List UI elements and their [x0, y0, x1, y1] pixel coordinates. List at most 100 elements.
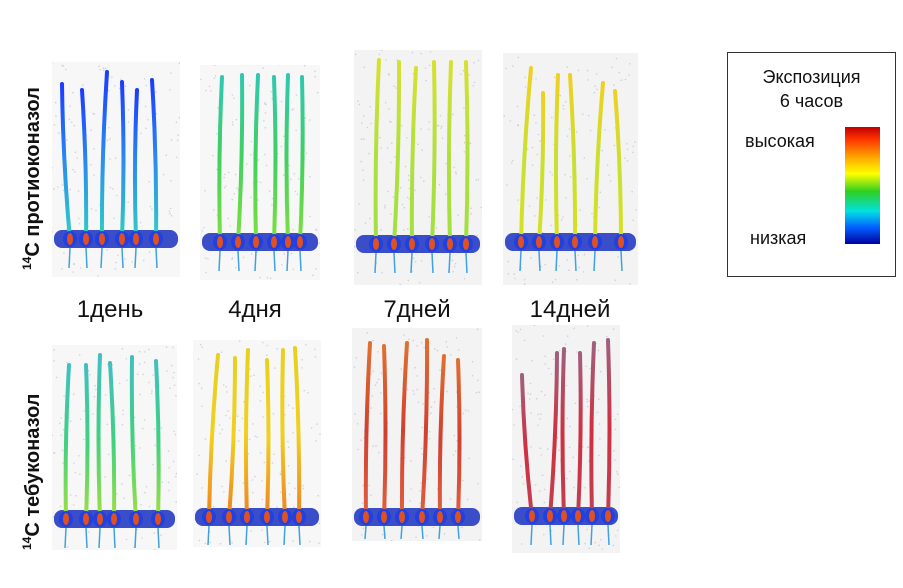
noise-speck	[272, 413, 275, 415]
noise-speck	[136, 373, 139, 375]
noise-speck	[263, 120, 265, 122]
noise-speck	[143, 259, 145, 262]
noise-speck	[420, 128, 422, 130]
noise-speck	[390, 161, 392, 164]
noise-speck	[236, 415, 239, 417]
noise-speck	[252, 491, 254, 494]
seedling-root	[207, 525, 210, 546]
noise-speck	[302, 484, 304, 487]
noise-speck	[76, 157, 78, 159]
noise-speck	[574, 402, 577, 405]
intensity-colorbar	[845, 127, 880, 244]
noise-speck	[428, 64, 431, 67]
noise-speck	[127, 109, 130, 111]
noise-speck	[264, 126, 267, 129]
noise-speck	[216, 168, 218, 171]
seed-core	[447, 238, 453, 250]
noise-speck	[87, 369, 90, 372]
noise-speck	[269, 277, 272, 280]
noise-speck	[521, 476, 524, 478]
noise-speck	[109, 186, 112, 189]
noise-speck	[77, 190, 80, 192]
noise-speck	[73, 124, 76, 127]
noise-speck	[423, 346, 425, 349]
noise-speck	[114, 157, 117, 159]
noise-speck	[470, 212, 473, 215]
noise-speck	[528, 205, 531, 207]
seedling-shoot	[96, 353, 102, 522]
noise-speck	[64, 68, 67, 71]
noise-speck	[572, 456, 575, 459]
noise-speck	[60, 434, 63, 437]
noise-speck	[407, 179, 410, 181]
noise-speck	[454, 450, 457, 452]
noise-speck	[61, 64, 63, 67]
noise-speck	[93, 113, 96, 115]
noise-speck	[416, 345, 418, 347]
noise-speck	[538, 490, 541, 492]
noise-speck	[568, 269, 570, 271]
noise-speck	[236, 187, 238, 190]
noise-speck	[582, 271, 585, 273]
noise-speck	[169, 89, 171, 91]
seedling-shoot	[589, 341, 596, 519]
noise-speck	[430, 406, 433, 408]
noise-speck	[406, 137, 408, 139]
noise-speck	[124, 85, 127, 87]
noise-speck	[558, 449, 560, 451]
seedling-root	[228, 525, 231, 546]
noise-speck	[141, 537, 143, 539]
noise-speck	[227, 217, 230, 220]
noise-speck	[430, 412, 432, 414]
noise-speck	[74, 151, 77, 154]
noise-speck	[52, 230, 53, 233]
noise-speck	[387, 190, 389, 193]
noise-speck	[226, 391, 228, 393]
noise-speck	[428, 121, 430, 123]
noise-speck	[262, 341, 264, 344]
noise-speck	[537, 424, 539, 426]
noise-speck	[433, 387, 435, 390]
noise-speck	[238, 340, 241, 342]
noise-speck	[314, 70, 316, 73]
noise-speck	[62, 462, 64, 464]
seedling-root	[421, 525, 424, 540]
noise-speck	[276, 347, 279, 350]
noise-speck	[524, 86, 527, 88]
noise-speck	[250, 153, 252, 156]
noise-speck	[551, 281, 554, 283]
noise-speck	[95, 209, 97, 212]
noise-speck	[314, 356, 317, 358]
noise-speck	[417, 401, 420, 404]
noise-speck	[479, 539, 481, 541]
noise-speck	[375, 445, 377, 447]
noise-speck	[390, 539, 393, 541]
noise-speck	[549, 171, 551, 173]
seed-core	[271, 236, 277, 248]
noise-speck	[435, 227, 438, 229]
noise-speck	[279, 473, 282, 476]
noise-speck	[138, 350, 141, 353]
noise-speck	[73, 263, 75, 265]
noise-speck	[414, 189, 416, 192]
seedling-root	[465, 252, 468, 274]
noise-speck	[477, 482, 479, 485]
noise-speck	[71, 91, 74, 94]
noise-speck	[212, 154, 214, 157]
seedling-shoot	[520, 373, 534, 519]
noise-speck	[566, 259, 569, 261]
noise-speck	[540, 454, 543, 456]
noise-speck	[503, 115, 506, 117]
noise-speck	[149, 205, 152, 208]
noise-speck	[83, 410, 86, 412]
noise-speck	[599, 191, 602, 194]
noise-speck	[78, 455, 80, 457]
noise-speck	[172, 460, 175, 463]
noise-speck	[144, 351, 146, 353]
noise-speck	[415, 536, 417, 539]
noise-speck	[90, 129, 92, 131]
noise-speck	[233, 97, 235, 100]
noise-speck	[512, 408, 513, 411]
noise-speck	[165, 154, 168, 156]
row-label-text: C тебуконазол	[22, 393, 44, 537]
